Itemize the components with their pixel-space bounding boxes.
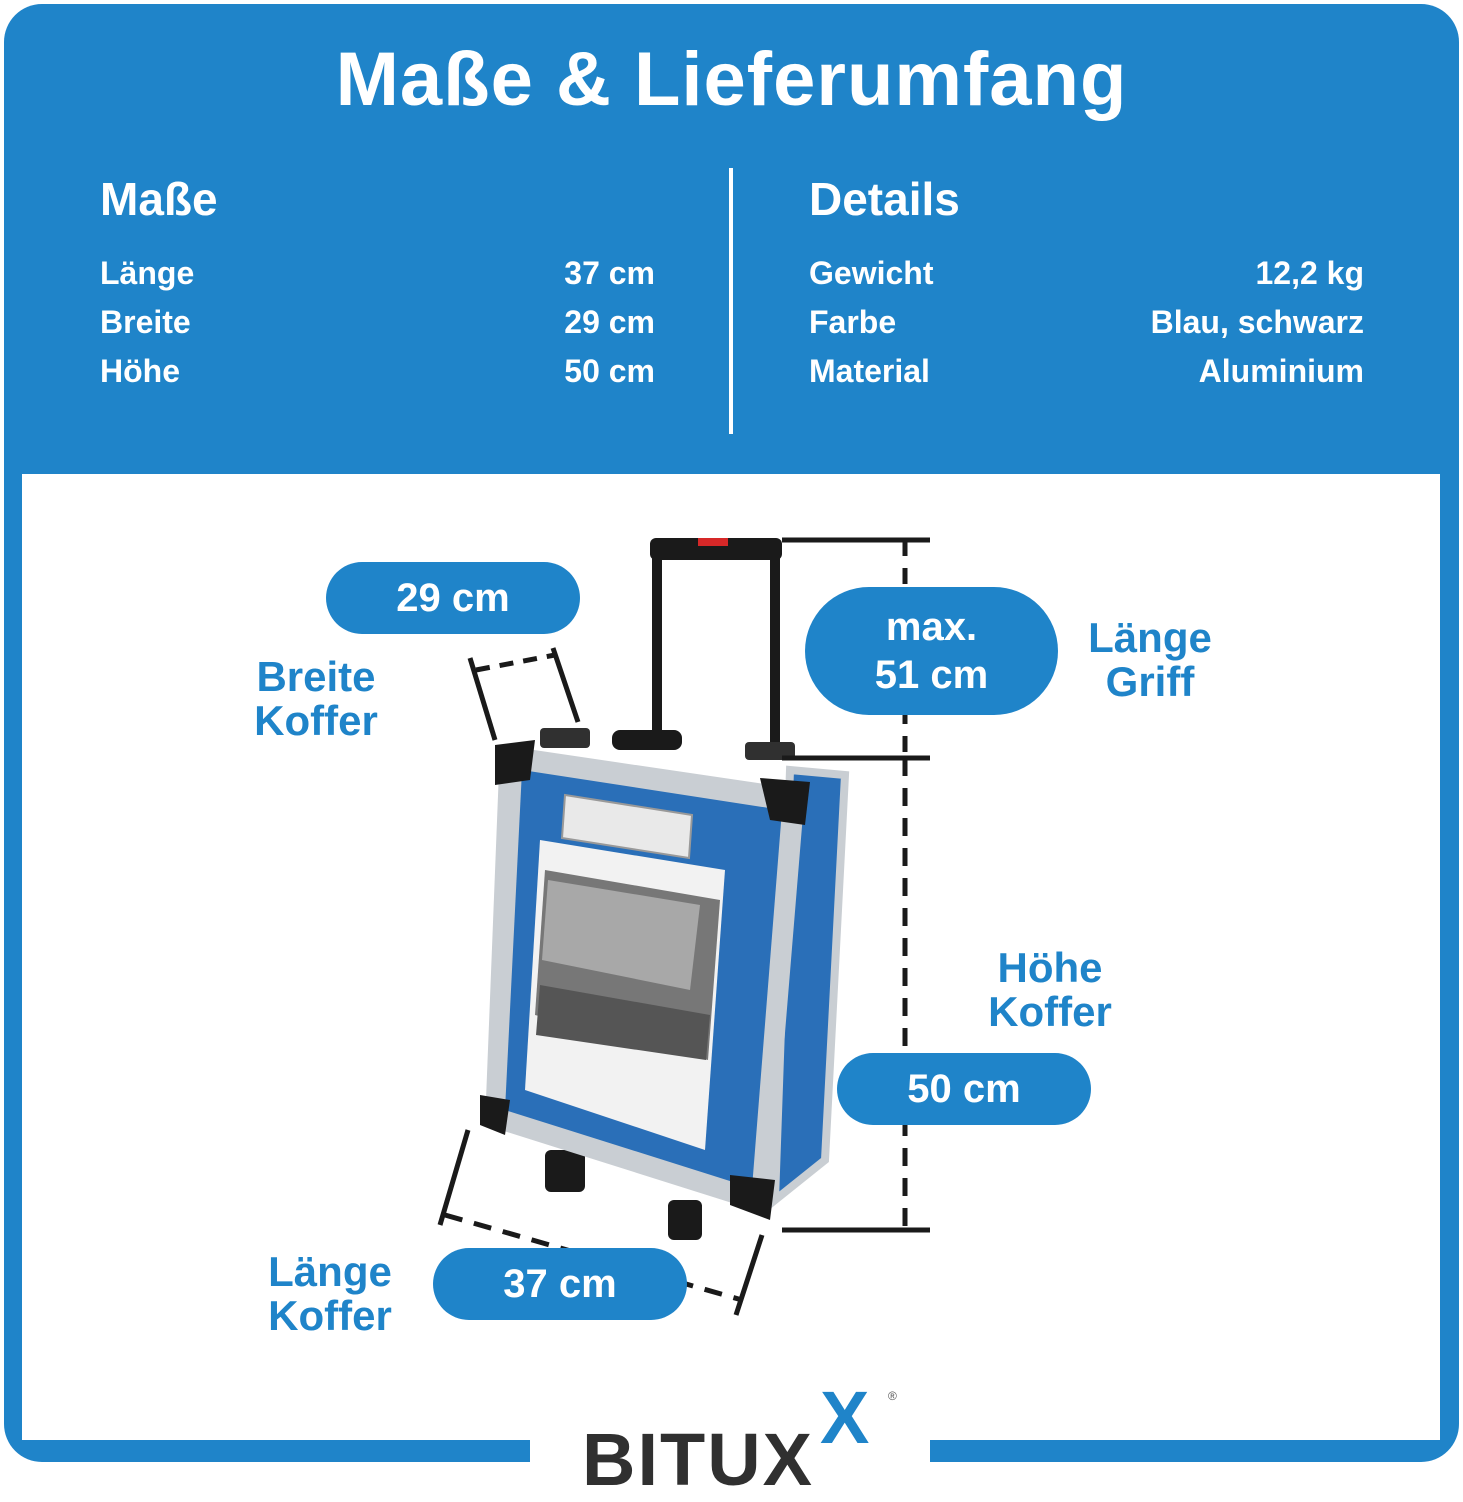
spec-label: Gewicht: [809, 254, 934, 291]
width-label-line2: Koffer: [254, 697, 378, 745]
spec-label: Länge: [100, 254, 195, 291]
height-label: Höhe Koffer: [940, 944, 1160, 1036]
spec-label: Farbe: [809, 303, 897, 340]
height-value-pill: 50 cm: [837, 1053, 1091, 1125]
width-label-line1: Breite: [256, 653, 376, 700]
length-label: Länge Koffer: [220, 1248, 440, 1340]
spec-row-hoehe: Höhe 50 cm: [100, 351, 655, 391]
spec-value: 29 cm: [564, 303, 655, 340]
spec-label: Breite: [100, 303, 191, 340]
width-label: Breite Koffer: [206, 653, 426, 745]
height-value: 50 cm: [907, 1067, 1021, 1111]
page-title: Maße & Lieferumfang: [335, 37, 1128, 122]
brand-logo: BITUX X ®: [530, 1376, 930, 1501]
length-label-line2: Koffer: [268, 1292, 392, 1340]
spec-row-breite: Breite 29 cm: [100, 302, 655, 342]
spec-value: 50 cm: [564, 352, 655, 389]
width-value-pill: 29 cm: [326, 562, 580, 634]
telescopic-handle-icon: [650, 538, 782, 756]
spec-value: Blau, schwarz: [1150, 303, 1364, 340]
handle-value-pill: max. 51 cm: [805, 587, 1058, 715]
wheel-icon: [668, 1200, 702, 1240]
height-label-line1: Höhe: [997, 944, 1103, 991]
handle-value-line2: 51 cm: [874, 653, 989, 697]
spec-value: Aluminium: [1198, 352, 1364, 389]
spec-label: Höhe: [100, 352, 180, 389]
wheel-icon: [545, 1150, 585, 1192]
spec-value: 12,2 kg: [1255, 254, 1364, 291]
details-heading: Details: [809, 173, 960, 225]
handle-label: Länge Griff: [1040, 614, 1260, 706]
registered-mark: ®: [888, 1389, 897, 1403]
spec-row-gewicht: Gewicht 12,2 kg: [809, 253, 1364, 293]
spec-label: Material: [809, 352, 930, 389]
column-divider: [729, 168, 733, 434]
case-carry-handle-icon: [612, 730, 682, 750]
length-value: 37 cm: [503, 1262, 617, 1306]
handle-label-line1: Länge: [1088, 614, 1212, 661]
width-value: 29 cm: [396, 576, 510, 620]
brand-name: BITUX: [582, 1418, 814, 1501]
spec-row-laenge: Länge 37 cm: [100, 253, 655, 293]
brand-accent: X: [820, 1376, 870, 1459]
nameplate: [560, 793, 694, 860]
handle-label-line2: Griff: [1105, 658, 1195, 706]
spec-row-farbe: Farbe Blau, schwarz: [809, 302, 1364, 342]
length-label-line1: Länge: [268, 1248, 392, 1295]
masse-heading: Maße: [100, 173, 218, 225]
height-label-line2: Koffer: [988, 988, 1112, 1036]
spec-row-material: Material Aluminium: [809, 351, 1364, 391]
handle-value-line1: max.: [885, 605, 978, 649]
spec-value: 37 cm: [564, 254, 655, 291]
length-value-pill: 37 cm: [433, 1248, 687, 1320]
